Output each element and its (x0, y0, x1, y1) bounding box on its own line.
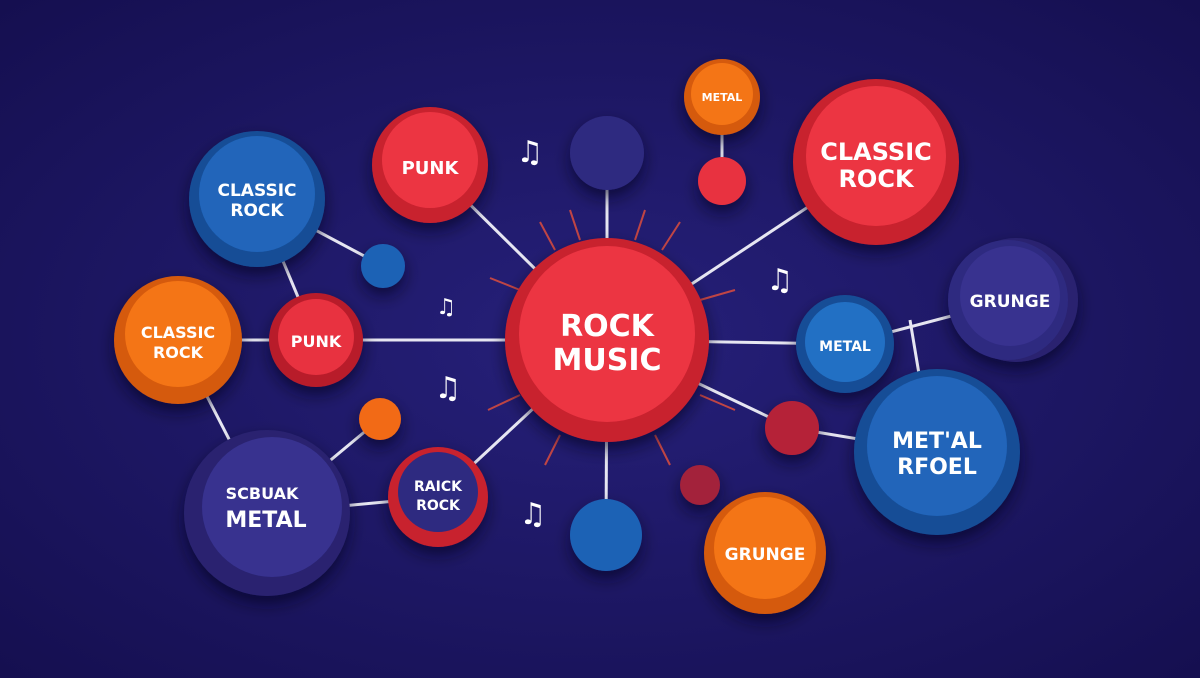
node-grunge-bottom[interactable]: GRUNGE (704, 492, 826, 614)
navy-dot-top (570, 116, 644, 190)
node-label: MET'AL (892, 429, 982, 454)
node-punk-left[interactable]: PUNK (269, 293, 363, 387)
node-classic-rock-red[interactable]: CLASSIC ROCK (793, 79, 959, 245)
node-label: GRUNGE (970, 292, 1051, 312)
blue-dot-left (361, 244, 405, 288)
node-label: METAL (819, 339, 871, 355)
node-label: METAL (225, 508, 306, 533)
node-label: PUNK (291, 332, 342, 351)
music-note-icon: ♫ (517, 135, 544, 170)
red-dot-right (765, 401, 819, 455)
center-rays (487, 209, 736, 466)
node-label: PUNK (402, 158, 460, 179)
node-metal-rfoel[interactable]: MET'AL RFOEL (854, 369, 1020, 535)
node-label: ROCK (153, 343, 204, 362)
music-note-icon: ♫ (436, 295, 456, 320)
node-label: ROCK (838, 165, 914, 193)
blue-dot-bottom (570, 499, 642, 571)
node-grunge-right[interactable]: GRUNGE (948, 238, 1078, 362)
node-label: GRUNGE (725, 545, 806, 565)
music-note-icon: ♫ (520, 497, 547, 532)
music-note-icon: ♫ (435, 371, 462, 406)
node-rock-music[interactable]: ROCK MUSIC (505, 238, 709, 442)
darkred-dot-bottom (680, 465, 720, 505)
center-label-1: ROCK (560, 309, 656, 344)
node-label: RAICK (414, 479, 463, 495)
node-classic-rock-blue[interactable]: CLASSIC ROCK (189, 131, 325, 267)
node-label: SCBUAK (226, 484, 299, 503)
node-raick-rock[interactable]: RAICK ROCK (388, 447, 488, 547)
red-dot-top (698, 157, 746, 205)
node-label: ROCK (230, 201, 284, 221)
node-classic-rock-orange[interactable]: CLASSIC ROCK (114, 276, 242, 404)
node-label: RFOEL (897, 455, 977, 480)
small-nodes (359, 116, 819, 571)
music-note-icon: ♫ (767, 263, 794, 298)
music-notes: ♫ ♫ ♫ ♫ ♫ (435, 135, 794, 532)
node-metal-top[interactable]: METAL (684, 59, 760, 135)
node-label: CLASSIC (141, 323, 215, 342)
node-label: METAL (702, 91, 743, 104)
node-label: ROCK (416, 498, 461, 514)
node-scbuak-metal[interactable]: SCBUAK METAL (184, 430, 350, 596)
node-label: CLASSIC (218, 181, 297, 201)
node-label: CLASSIC (820, 138, 932, 166)
orange-dot-left (359, 398, 401, 440)
node-metal-right[interactable]: METAL (796, 295, 894, 393)
center-label-2: MUSIC (553, 343, 662, 378)
node-punk-top[interactable]: PUNK (372, 107, 488, 223)
